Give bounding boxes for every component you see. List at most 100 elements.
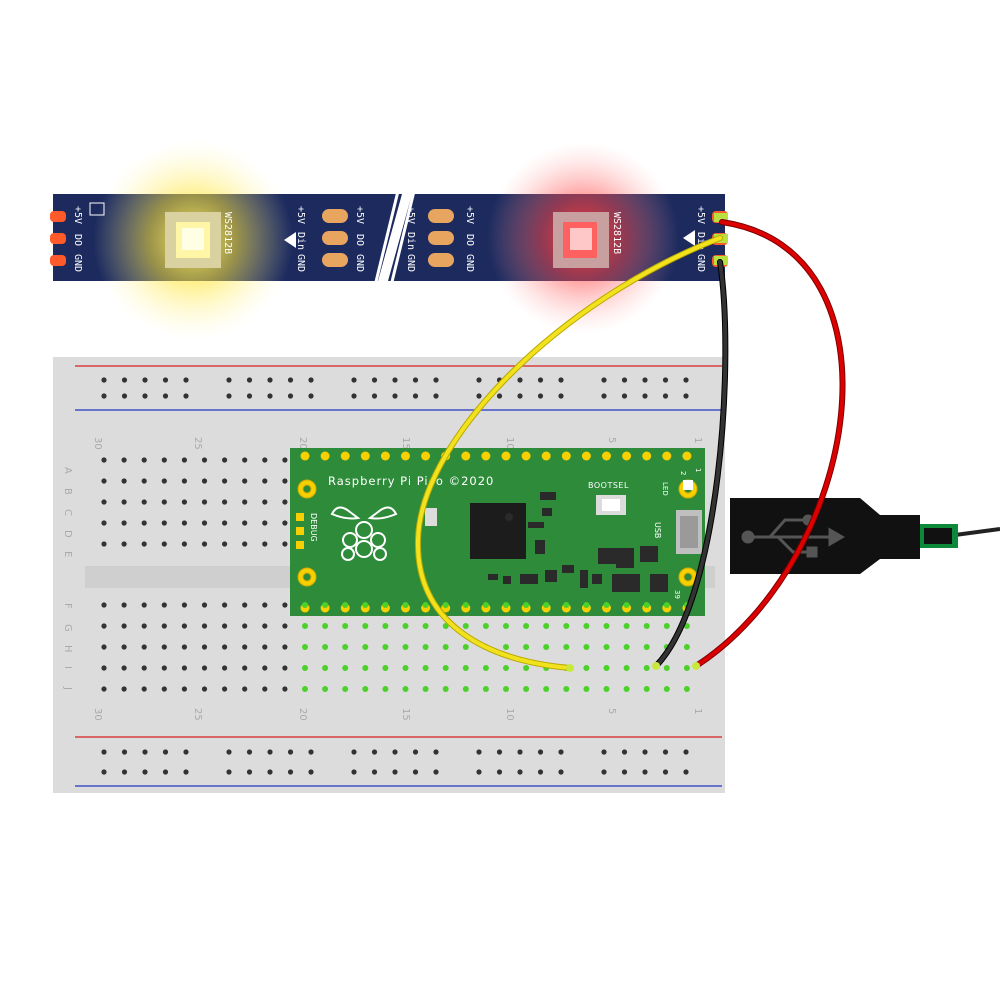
pin-number-label: 2 bbox=[679, 471, 687, 475]
terminal-hole bbox=[181, 478, 187, 484]
terminal-hole bbox=[141, 644, 147, 650]
connected-hole bbox=[442, 644, 449, 650]
pad-label: GND bbox=[464, 254, 475, 272]
pico-pin bbox=[682, 451, 692, 461]
connected-hole bbox=[523, 644, 530, 650]
rail-hole bbox=[601, 749, 607, 755]
terminal-hole bbox=[262, 623, 268, 629]
terminal-hole bbox=[262, 602, 268, 608]
terminal-hole bbox=[222, 499, 228, 505]
connected-hole bbox=[503, 602, 509, 608]
terminal-hole bbox=[181, 665, 187, 671]
pad-label: Din bbox=[295, 232, 306, 250]
terminal-hole bbox=[121, 541, 127, 547]
connected-hole bbox=[322, 686, 329, 692]
terminal-hole bbox=[242, 602, 248, 608]
terminal-hole bbox=[242, 644, 248, 650]
led-label: LED bbox=[661, 482, 669, 496]
rail-hole bbox=[226, 393, 232, 399]
row-letter: H bbox=[62, 645, 73, 653]
connected-hole bbox=[402, 665, 409, 671]
rail-hole bbox=[121, 393, 128, 399]
connected-hole bbox=[603, 644, 610, 650]
connected-hole bbox=[643, 644, 650, 650]
terminal-hole bbox=[101, 686, 107, 692]
debug-label: DEBUG bbox=[309, 513, 318, 542]
column-number: 25 bbox=[192, 708, 203, 721]
rail-hole bbox=[267, 769, 273, 775]
connected-hole bbox=[342, 686, 349, 692]
rail-hole bbox=[392, 377, 398, 383]
terminal-hole bbox=[121, 520, 127, 526]
connected-hole bbox=[623, 644, 630, 650]
connected-hole bbox=[663, 602, 670, 608]
terminal-hole bbox=[282, 499, 288, 505]
rail-hole bbox=[101, 749, 107, 755]
connected-hole bbox=[563, 623, 570, 629]
terminal-hole bbox=[282, 478, 288, 484]
terminal-hole bbox=[201, 623, 208, 629]
terminal-hole bbox=[282, 457, 288, 463]
pico-pin bbox=[622, 451, 632, 461]
pad-label: +5V bbox=[405, 206, 416, 224]
connected-hole bbox=[422, 686, 429, 692]
connected-hole bbox=[523, 665, 530, 671]
rail-hole bbox=[308, 769, 314, 775]
row-letters-bottom: F G H I J bbox=[62, 603, 73, 690]
ground-wire-endpoint bbox=[652, 662, 660, 670]
pad-label: GND bbox=[405, 254, 416, 272]
pin-number-label: 1 bbox=[694, 468, 702, 472]
row-letter: D bbox=[62, 530, 73, 538]
terminal-hole bbox=[242, 520, 248, 526]
terminal-hole bbox=[101, 478, 107, 484]
terminal-hole bbox=[201, 686, 208, 692]
strip-break-mark bbox=[372, 186, 401, 291]
terminal-hole bbox=[201, 665, 208, 671]
connected-hole bbox=[503, 623, 509, 629]
connected-hole bbox=[302, 602, 308, 608]
terminal-hole bbox=[181, 686, 187, 692]
row-letter: B bbox=[62, 488, 73, 495]
pico-pin bbox=[521, 451, 531, 461]
rail-hole bbox=[433, 393, 439, 399]
rail-hole bbox=[351, 393, 357, 399]
rail-hole bbox=[621, 377, 628, 383]
bootsel-button-cap[interactable] bbox=[602, 499, 620, 511]
rail-hole bbox=[537, 393, 544, 399]
rail-hole bbox=[162, 749, 169, 755]
rail-hole bbox=[662, 393, 669, 399]
rail-hole bbox=[371, 749, 378, 755]
terminal-hole bbox=[181, 602, 187, 608]
rail-hole bbox=[267, 749, 273, 755]
terminal-hole bbox=[222, 644, 228, 650]
rail-hole bbox=[308, 393, 314, 399]
status-led bbox=[683, 480, 693, 490]
rail-hole bbox=[101, 393, 107, 399]
connected-hole bbox=[503, 644, 509, 650]
row-letter: C bbox=[62, 509, 73, 516]
connected-hole bbox=[523, 602, 530, 608]
terminal-hole bbox=[201, 644, 208, 650]
connected-hole bbox=[603, 665, 610, 671]
left-end-pads bbox=[50, 211, 66, 266]
terminal-hole bbox=[222, 602, 228, 608]
rail-hole bbox=[476, 393, 482, 399]
rail-hole bbox=[412, 749, 419, 755]
column-number: 20 bbox=[297, 437, 308, 450]
terminal-hole bbox=[201, 520, 208, 526]
rail-hole bbox=[496, 749, 503, 755]
terminal-hole bbox=[222, 457, 228, 463]
rail-hole bbox=[621, 393, 628, 399]
terminal-hole bbox=[161, 686, 167, 692]
terminal-hole bbox=[262, 520, 268, 526]
column-numbers-bottom: 30 25 20 15 10 5 1 bbox=[92, 708, 703, 721]
pad-label: GND bbox=[295, 254, 306, 272]
pin-number-label: 39 bbox=[673, 590, 681, 599]
connected-hole bbox=[342, 665, 349, 671]
rail-hole bbox=[142, 769, 148, 775]
pad-label: +5V bbox=[464, 206, 475, 224]
rail-hole bbox=[433, 749, 439, 755]
rail-hole bbox=[621, 769, 628, 775]
terminal-hole bbox=[101, 520, 107, 526]
